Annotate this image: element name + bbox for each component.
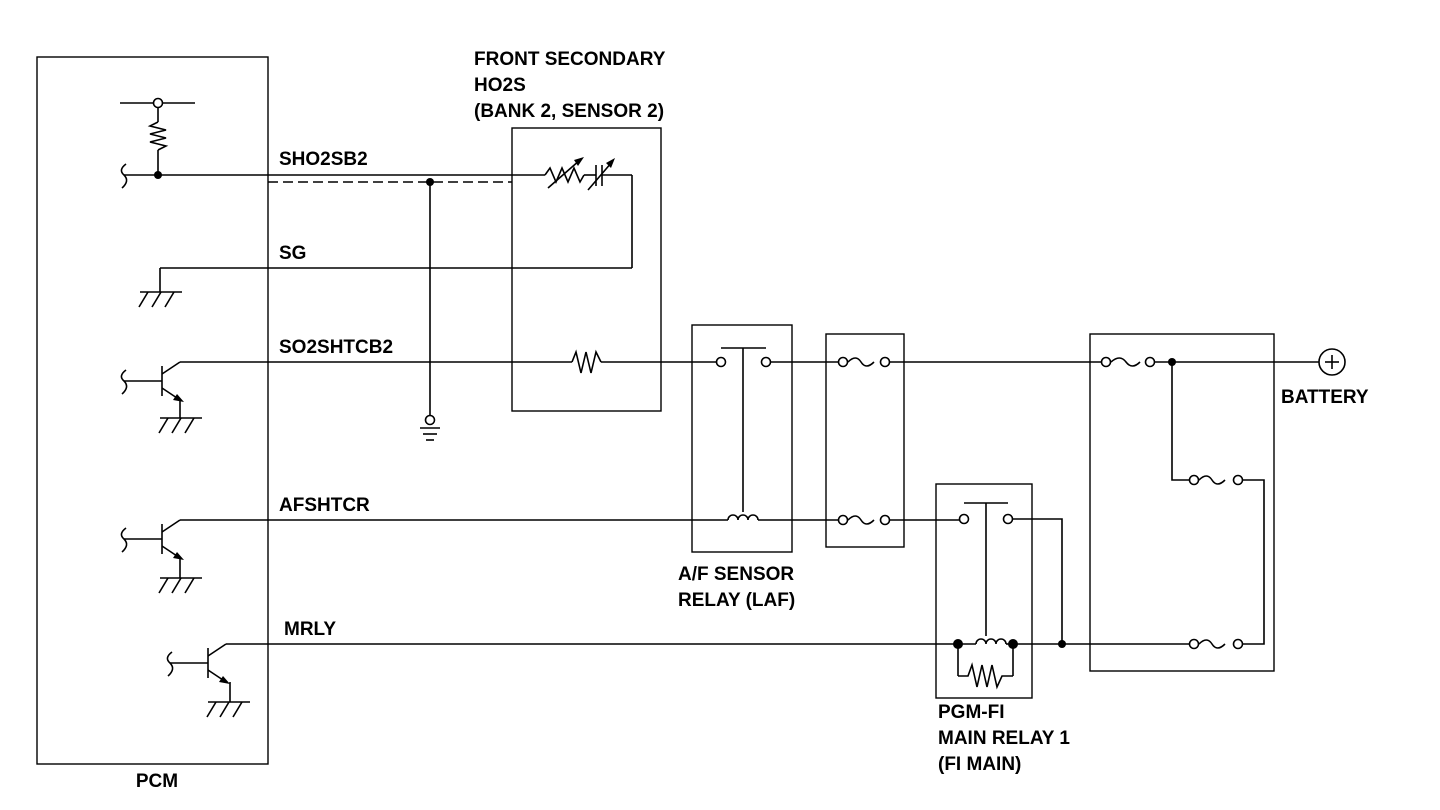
pcm-pullup-resistor: [120, 97, 195, 189]
pgm-fi-main-relay: PGM-FI MAIN RELAY 1 (FI MAIN): [935, 483, 1070, 775]
ho2s-variable-cell: [584, 158, 632, 191]
wire-label-so2shtcb2: SO2SHTCB2: [279, 337, 393, 358]
ho2s-heater: [571, 349, 602, 374]
wire-sg: SG: [160, 243, 632, 269]
battery-label: BATTERY: [1281, 387, 1369, 408]
main-relay-label-line1: PGM-FI: [938, 702, 1005, 723]
ho2s-label-line3: (BANK 2, SENSOR 2): [474, 101, 664, 122]
ho2s-label-line2: HO2S: [474, 75, 526, 96]
fuse-box-right: [1089, 333, 1320, 672]
pcm-transistor-afshtcr: [120, 519, 202, 594]
af-relay-label-line1: A/F SENSOR: [678, 564, 794, 585]
wire-label-mrly: MRLY: [284, 619, 336, 640]
ho2s-sensor: FRONT SECONDARY HO2S (BANK 2, SENSOR 2): [474, 49, 666, 412]
pcm-module: PCM: [36, 56, 269, 792]
wire-so2shtcb2: SO2SHTCB2: [180, 337, 716, 363]
wire-afshtcr: AFSHTCR: [180, 495, 728, 521]
pcm-transistor-so2shtcb2: [120, 361, 202, 434]
main-relay-label-line3: (FI MAIN): [938, 754, 1021, 775]
af-relay-label-line2: RELAY (LAF): [678, 590, 795, 611]
pcm-label: PCM: [136, 771, 178, 792]
wire-mrly: MRLY: [226, 619, 958, 645]
wire-label-sho2sb2: SHO2SB2: [279, 149, 368, 170]
battery: BATTERY: [1281, 348, 1369, 408]
pcm-sg-ground: [138, 268, 182, 308]
ho2s-variable-resistor: [544, 157, 585, 189]
wire-label-sg: SG: [279, 243, 306, 264]
wire-sho2sb2: SHO2SB2: [158, 149, 545, 441]
wire-label-afshtcr: AFSHTCR: [279, 495, 370, 516]
ho2s-label-line1: FRONT SECONDARY: [474, 49, 666, 70]
pcm-transistor-mrly: [166, 643, 250, 718]
main-relay-label-line2: MAIN RELAY 1: [938, 728, 1070, 749]
fuse-box-middle: [825, 333, 905, 548]
af-sensor-relay: A/F SENSOR RELAY (LAF): [678, 324, 838, 611]
